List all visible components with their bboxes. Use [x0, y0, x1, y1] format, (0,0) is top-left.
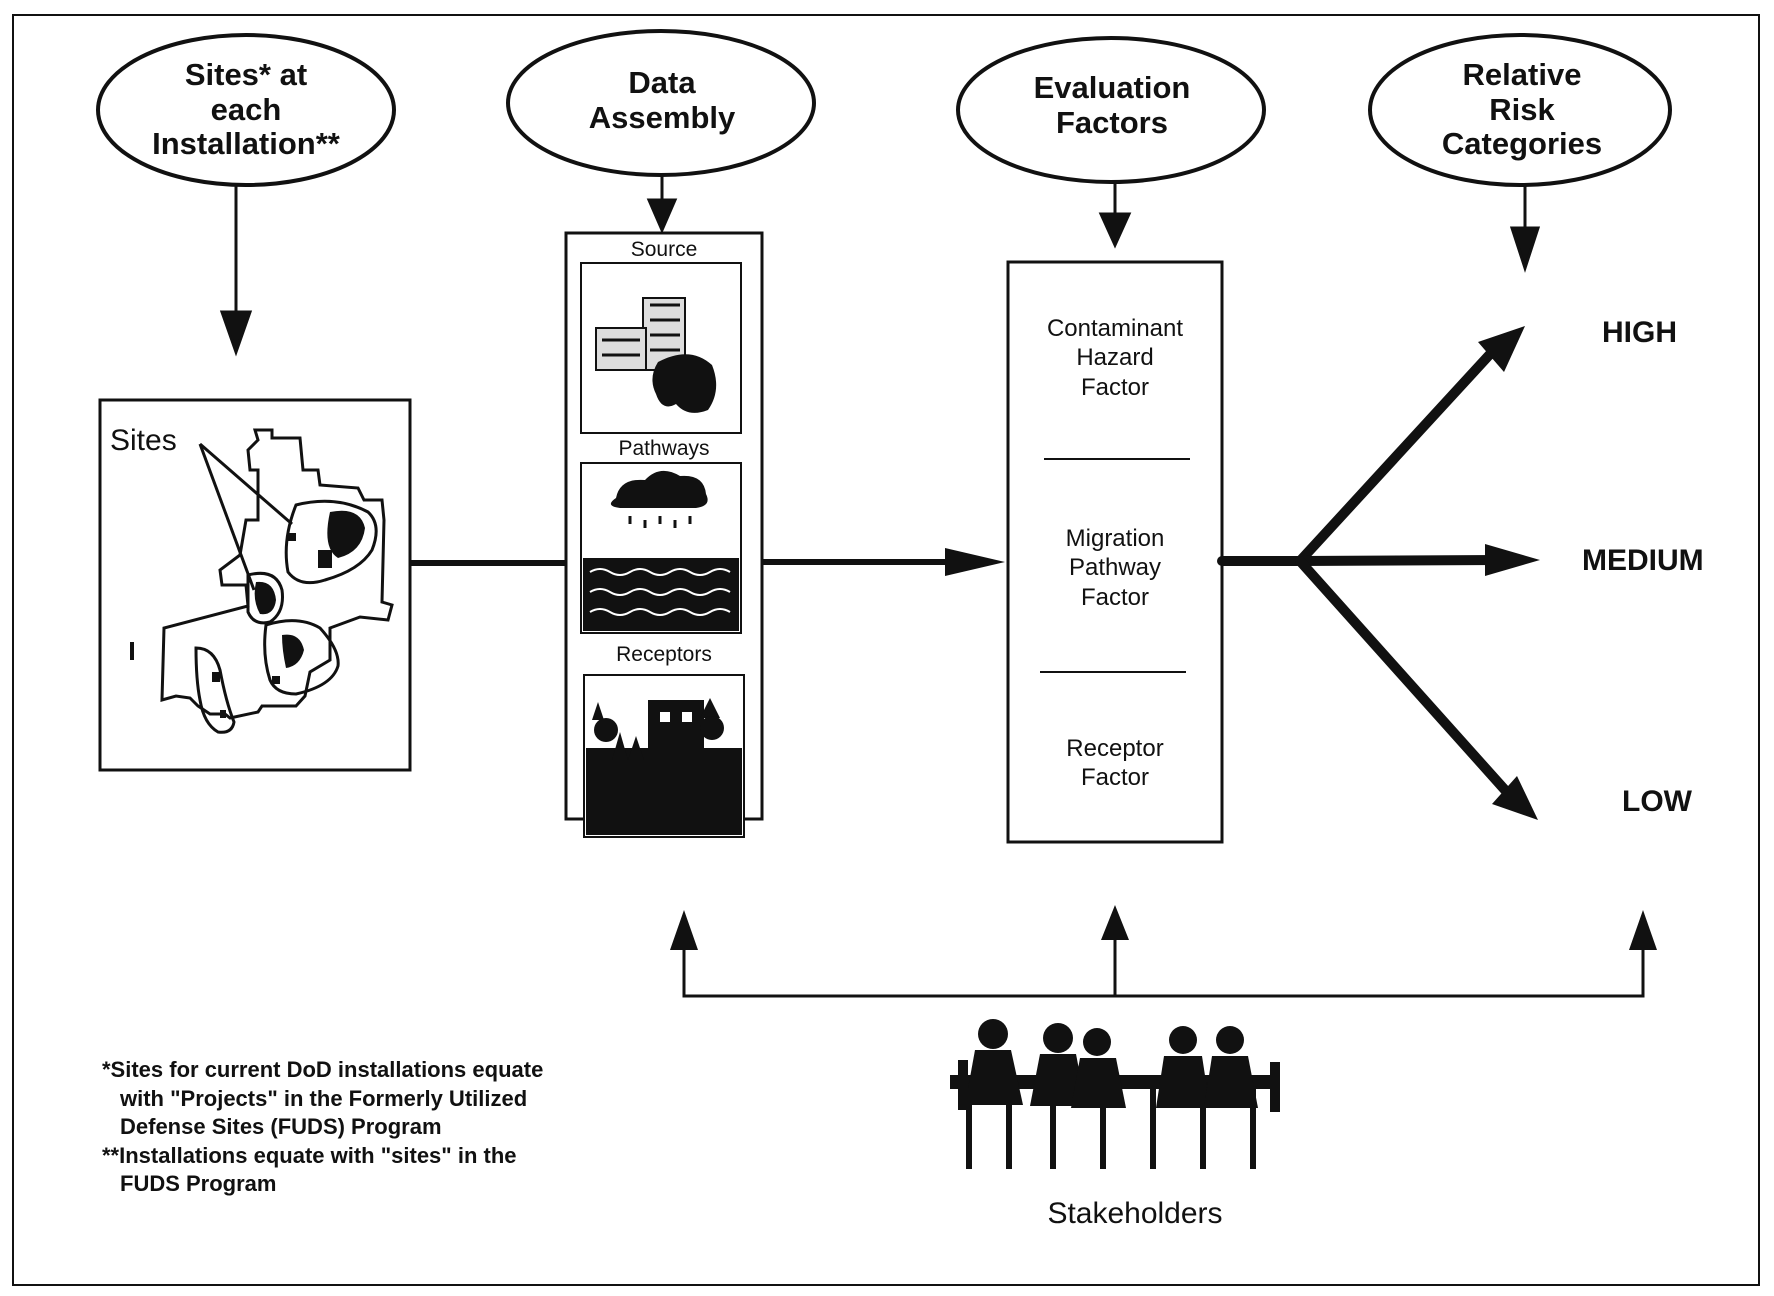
- down-arrow-icon: [1098, 212, 1132, 249]
- source-label: Source: [630, 238, 698, 261]
- up-arrow-icon: [1629, 910, 1657, 950]
- site-markers: [130, 510, 365, 718]
- sites-ellipse: [96, 33, 396, 187]
- source-drums-icon: [595, 297, 717, 413]
- down-arrow-icon: [1509, 226, 1541, 273]
- up-arrow-icon: [670, 910, 698, 950]
- evaluation-box: [1006, 260, 1224, 844]
- receptors-label: Receptors: [616, 643, 712, 666]
- risk-low-label: LOW: [1622, 785, 1692, 818]
- evaluation-header: Evaluation Factors: [1033, 70, 1191, 140]
- down-arrow-icon: [219, 310, 253, 357]
- rain-cloud-icon: [583, 470, 739, 631]
- risk-categories-header: Relative Risk Categories: [1441, 57, 1603, 162]
- up-arrow-icon: [1101, 905, 1129, 940]
- risk-arrowheads: [1478, 326, 1540, 820]
- sites-map-label: Sites: [110, 424, 177, 457]
- right-arrow-icon: [945, 548, 1005, 576]
- receptor-factor: Receptor Factor: [1066, 735, 1164, 792]
- contaminant-hazard-factor: Contaminant Hazard Factor: [1046, 315, 1184, 401]
- sites-header: Sites* at each Installation**: [152, 57, 340, 162]
- receptors-town-icon: [586, 698, 742, 835]
- data-assembly-header: Data Assembly: [588, 65, 736, 135]
- risk-high-label: HIGH: [1602, 316, 1677, 349]
- footnote-installations: **Installations equate with "sites" in t…: [102, 1142, 517, 1197]
- stakeholders-label: Stakeholders: [1047, 1197, 1223, 1230]
- risk-medium-label: MEDIUM: [1582, 544, 1704, 577]
- migration-pathway-factor: Migration Pathway Factor: [1065, 525, 1165, 611]
- footnote-sites: *Sites for current DoD installations equ…: [102, 1057, 544, 1140]
- footnotes: *Sites for current DoD installations equ…: [94, 1056, 564, 1199]
- evaluation-ellipse: [956, 36, 1266, 184]
- diagram-frame: [12, 14, 1760, 1286]
- stakeholders-icon: [950, 1019, 1280, 1169]
- risk-ellipse: [1368, 33, 1672, 187]
- installation-map-icon: [160, 428, 394, 734]
- down-arrow-icon: [646, 198, 678, 234]
- installation-map-box: [98, 398, 412, 772]
- pathways-label: Pathways: [618, 437, 710, 460]
